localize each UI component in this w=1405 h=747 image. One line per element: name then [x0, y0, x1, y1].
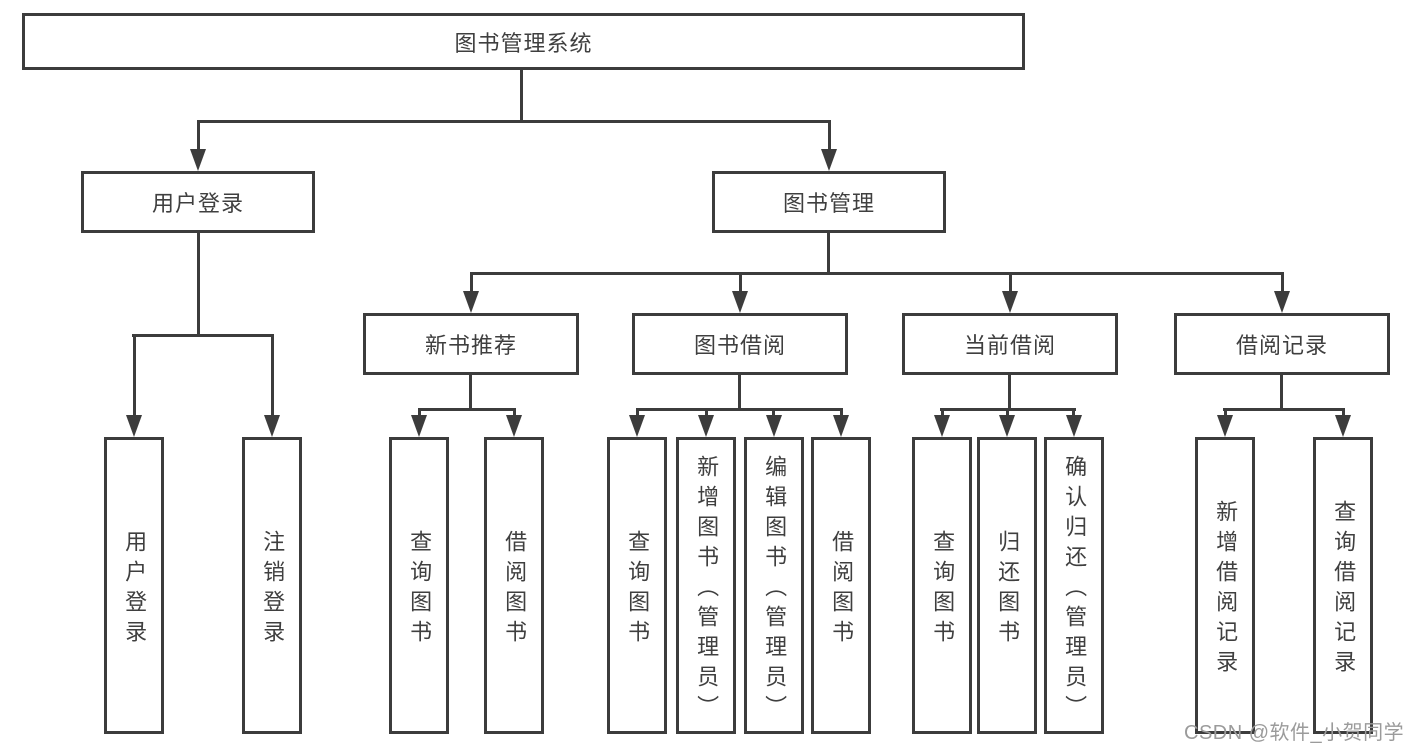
connector-line: [739, 272, 742, 293]
node-book-borrow-label: 图书借阅: [693, 333, 786, 358]
leaf-newbook-query: 查询图书: [389, 437, 449, 734]
leaf-record-add: 新增借阅记录: [1195, 437, 1255, 734]
connector-line: [1008, 375, 1011, 411]
node-root-label: 图书管理系统: [454, 30, 593, 56]
node-book-mgmt-label: 图书管理: [782, 191, 875, 216]
leaf-borrow-borrow: 借阅图书: [811, 437, 871, 734]
arrowhead: [264, 415, 280, 437]
connector-line: [1223, 408, 1345, 411]
leaf-label: 归还图书: [995, 529, 1021, 650]
node-root: 图书管理系统: [22, 13, 1025, 70]
arrowhead: [1274, 291, 1290, 313]
leaf-logout: 注销登录: [242, 437, 302, 734]
connector-line: [418, 408, 421, 417]
connector-line: [738, 375, 741, 411]
connector-line: [1072, 408, 1075, 417]
leaf-label: 借阅图书: [502, 529, 528, 650]
arrowhead: [463, 291, 479, 313]
arrowhead: [698, 415, 714, 437]
connector-line: [197, 120, 200, 151]
leaf-label: 确认归还（管理员）: [1062, 454, 1088, 725]
connector-line: [470, 272, 473, 293]
connector-line: [197, 120, 831, 123]
connector-line: [469, 375, 472, 411]
leaf-current-return: 归还图书: [977, 437, 1037, 734]
node-book-mgmt: 图书管理: [712, 171, 946, 233]
leaf-newbook-borrow: 借阅图书: [484, 437, 544, 734]
node-current-borrow-label: 当前借阅: [963, 333, 1056, 358]
connector-line: [1006, 408, 1009, 417]
connector-line: [941, 408, 944, 417]
arrowhead: [934, 415, 950, 437]
arrowhead: [999, 415, 1015, 437]
leaf-current-confirm: 确认归还（管理员）: [1044, 437, 1104, 734]
arrowhead: [1217, 415, 1233, 437]
watermark: CSDN @软件_小贺同学: [1184, 722, 1405, 744]
leaf-borrow-query: 查询图书: [607, 437, 667, 734]
arrowhead: [1335, 415, 1351, 437]
connector-line: [636, 408, 843, 411]
connector-line: [132, 334, 274, 337]
arrowhead: [629, 415, 645, 437]
connector-line: [418, 408, 516, 411]
arrowhead: [411, 415, 427, 437]
leaf-label: 编辑图书（管理员）: [762, 454, 788, 725]
arrowhead: [833, 415, 849, 437]
leaf-label: 注销登录: [260, 529, 286, 650]
leaf-label: 查询图书: [407, 529, 433, 650]
arrowhead: [1002, 291, 1018, 313]
connector-line: [133, 334, 136, 417]
connector-line: [705, 408, 708, 417]
arrowhead: [766, 415, 782, 437]
leaf-label: 查询图书: [930, 529, 956, 650]
connector-line: [520, 70, 523, 123]
leaf-label: 新增借阅记录: [1213, 499, 1239, 680]
leaf-label: 查询图书: [625, 529, 651, 650]
node-new-book: 新书推荐: [363, 313, 579, 375]
leaf-record-query: 查询借阅记录: [1313, 437, 1373, 734]
connector-line: [1224, 408, 1227, 417]
connector-line: [827, 233, 830, 275]
arrowhead: [1066, 415, 1082, 437]
connector-line: [271, 334, 274, 417]
connector-line: [470, 272, 1284, 275]
leaf-label: 借阅图书: [829, 529, 855, 650]
connector-line: [1342, 408, 1345, 417]
leaf-label: 查询借阅记录: [1331, 499, 1357, 680]
node-user-login-label: 用户登录: [151, 191, 244, 216]
connector-line: [828, 120, 831, 151]
arrowhead: [190, 149, 206, 171]
connector-line: [513, 408, 516, 417]
connector-line: [1281, 272, 1284, 293]
arrowhead: [506, 415, 522, 437]
node-borrow-record: 借阅记录: [1174, 313, 1390, 375]
leaf-user-login: 用户登录: [104, 437, 164, 734]
leaf-current-query: 查询图书: [912, 437, 972, 734]
connector-line: [197, 233, 200, 337]
connector-line: [772, 408, 775, 417]
node-borrow-record-label: 借阅记录: [1235, 333, 1328, 358]
connector-line: [840, 408, 843, 417]
node-user-login: 用户登录: [81, 171, 315, 233]
node-book-borrow: 图书借阅: [632, 313, 848, 375]
connector-line: [1280, 375, 1283, 411]
arrowhead: [126, 415, 142, 437]
node-current-borrow: 当前借阅: [902, 313, 1118, 375]
connector-line: [636, 408, 639, 417]
arrowhead: [821, 149, 837, 171]
arrowhead: [732, 291, 748, 313]
leaf-label: 新增图书（管理员）: [694, 454, 720, 725]
leaf-label: 用户登录: [122, 529, 148, 650]
connector-line: [1009, 272, 1012, 293]
leaf-borrow-add: 新增图书（管理员）: [676, 437, 736, 734]
leaf-borrow-edit: 编辑图书（管理员）: [744, 437, 804, 734]
node-new-book-label: 新书推荐: [424, 333, 517, 358]
